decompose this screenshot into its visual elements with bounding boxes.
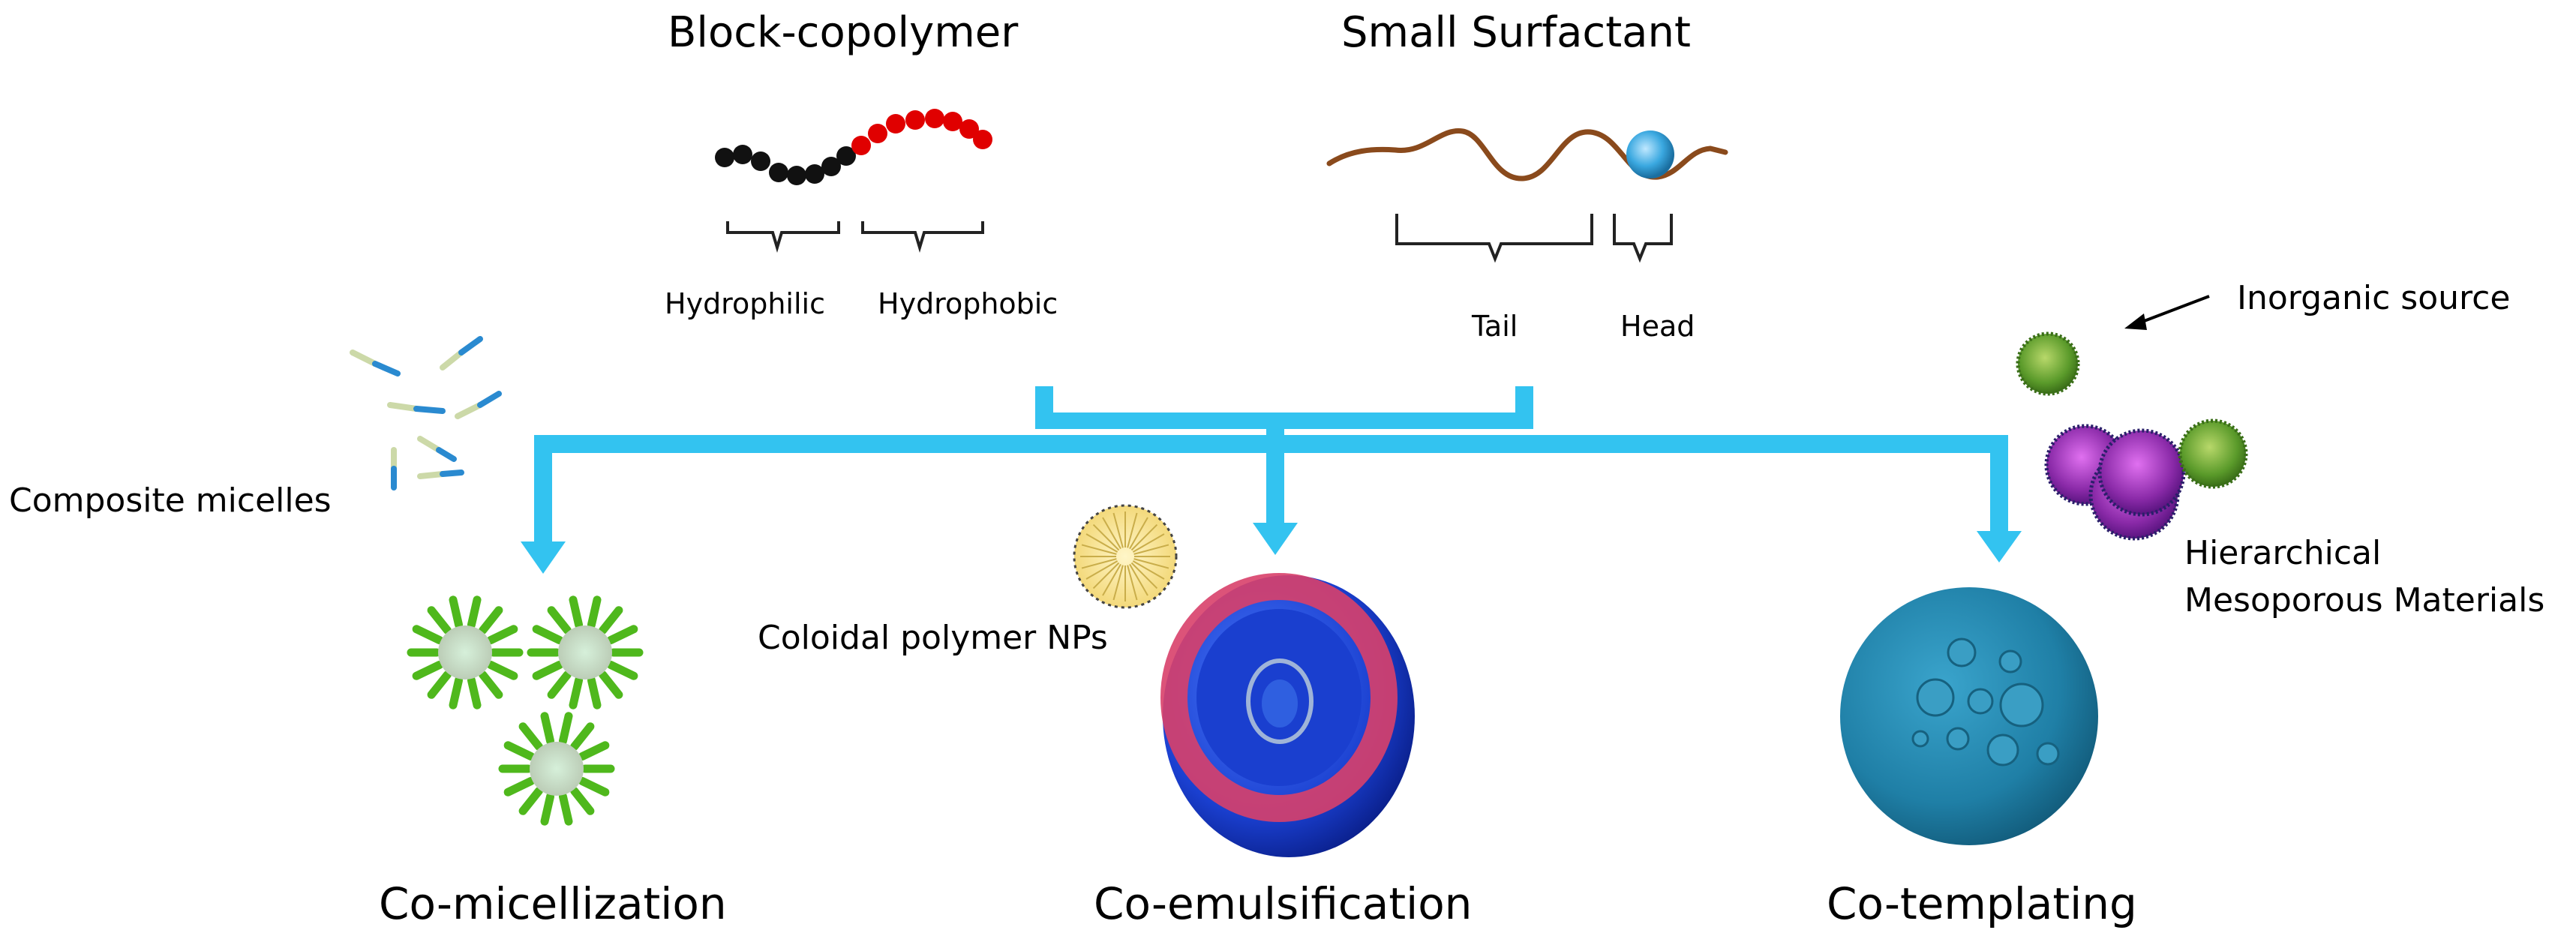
tail-label: Tail	[1471, 310, 1518, 343]
hierarchical-mesoporous-cluster	[2044, 418, 2248, 541]
colloidal-polymer-nps-label: Coloidal polymer NPs	[758, 619, 1108, 657]
micelle-spike	[606, 660, 638, 680]
micelle-spike	[449, 676, 464, 710]
hydrophobic-block	[851, 109, 992, 155]
micelle-spike	[558, 792, 573, 826]
np-chain	[1132, 533, 1165, 553]
hydrophobic-label: Hydrophobic	[878, 287, 1058, 320]
micelle-spike	[547, 606, 572, 634]
micelle-spike	[547, 670, 572, 699]
arrow-co-emulsification	[1253, 523, 1298, 555]
block-copolymer-chain	[715, 109, 992, 185]
micelle-spike	[486, 660, 518, 680]
np-chain	[1130, 524, 1158, 551]
hierarchical-label-line2: Mesoporous Materials	[2184, 581, 2544, 620]
head-bracket	[1613, 214, 1673, 263]
micelle-spike	[587, 596, 602, 629]
arrow-co-templating	[1977, 531, 2022, 562]
co-emulsification-particle	[1160, 573, 1415, 857]
micelle-spike	[587, 676, 602, 710]
micelle-spike	[449, 596, 464, 629]
np-chain	[1092, 524, 1120, 551]
micelle-spike	[578, 776, 610, 796]
co-templating-particle	[1840, 587, 2098, 845]
micelle-spike	[412, 625, 444, 645]
micelle-spike	[569, 676, 584, 710]
micelle-spike	[569, 596, 584, 629]
micelle-spike	[503, 741, 536, 761]
hierarchical-label-line1: Hierarchical	[2184, 534, 2381, 572]
hydrophilic-block	[715, 145, 856, 185]
micelle-spike	[412, 660, 444, 680]
micelle-spike	[467, 676, 482, 710]
micelle-spike	[599, 670, 623, 699]
np-chain	[1081, 558, 1117, 569]
micelle-spike	[479, 606, 503, 634]
micelle-spike	[540, 792, 555, 826]
micelle-spike	[518, 722, 543, 751]
connector-tree	[521, 386, 2022, 574]
micelle-spike	[518, 787, 543, 815]
micelle-spike	[540, 712, 555, 746]
micelle-spike	[570, 787, 595, 815]
hydrophobic-bracket	[861, 221, 984, 253]
head-label: Head	[1620, 310, 1695, 343]
colloidal-polymer-np-icon	[1073, 504, 1178, 609]
np-chain	[1085, 533, 1118, 553]
micelle	[527, 596, 644, 710]
surfactant-head	[1626, 130, 1674, 178]
tail-bracket	[1395, 214, 1593, 263]
np-chain	[1133, 558, 1169, 569]
micelle-spike	[486, 625, 518, 645]
np-chain	[1081, 544, 1117, 555]
np-chain	[1112, 565, 1124, 601]
np-chain	[1129, 517, 1148, 550]
np-chain	[1102, 517, 1121, 550]
inorganic-source-label: Inorganic source	[2237, 279, 2510, 317]
micelle-spike	[427, 606, 452, 634]
composite-micelles-icon	[350, 336, 502, 490]
np-chain	[1102, 563, 1121, 596]
co-micellization-micelles	[407, 596, 644, 826]
block-copolymer-title: Block-copolymer	[668, 8, 1019, 57]
micelle-spike	[558, 712, 573, 746]
micelle-spike	[532, 625, 564, 645]
micelle	[407, 596, 524, 710]
np-chain	[1129, 563, 1148, 596]
co-templating-label: Co-templating	[1827, 878, 2137, 929]
small-surfactant-title: Small Surfactant	[1341, 8, 1691, 57]
np-chain	[1085, 560, 1118, 580]
micelle-spike	[427, 670, 452, 699]
surfactant-molecule	[1326, 128, 1728, 182]
micelle-spike	[570, 722, 595, 751]
co-micellization-label: Co-micellization	[379, 878, 727, 929]
np-chain	[1092, 562, 1120, 590]
arrow-co-micellization	[521, 542, 566, 574]
co-emulsification-label: Co-emulsification	[1094, 878, 1472, 929]
micelle-spike	[503, 776, 536, 796]
micelle-spike	[599, 606, 623, 634]
np-chain	[1127, 512, 1138, 548]
micelle-spike	[532, 660, 564, 680]
np-chain	[1130, 562, 1158, 590]
np-chain	[1127, 565, 1138, 601]
hydrophilic-label: Hydrophilic	[665, 287, 825, 320]
micelle-spike	[606, 625, 638, 645]
inorganic-source-arrowhead	[2124, 314, 2147, 330]
np-chain	[1112, 512, 1124, 548]
np-chain	[1133, 544, 1169, 555]
micelle	[498, 712, 615, 826]
hydrophilic-bracket	[726, 221, 840, 253]
inorganic-source-particle	[2016, 332, 2080, 396]
micelle-spike	[479, 670, 503, 699]
micelle-spike	[467, 596, 482, 629]
micelle-spike	[578, 741, 610, 761]
composite-micelles-label: Composite micelles	[9, 482, 332, 520]
np-chain	[1132, 560, 1165, 580]
